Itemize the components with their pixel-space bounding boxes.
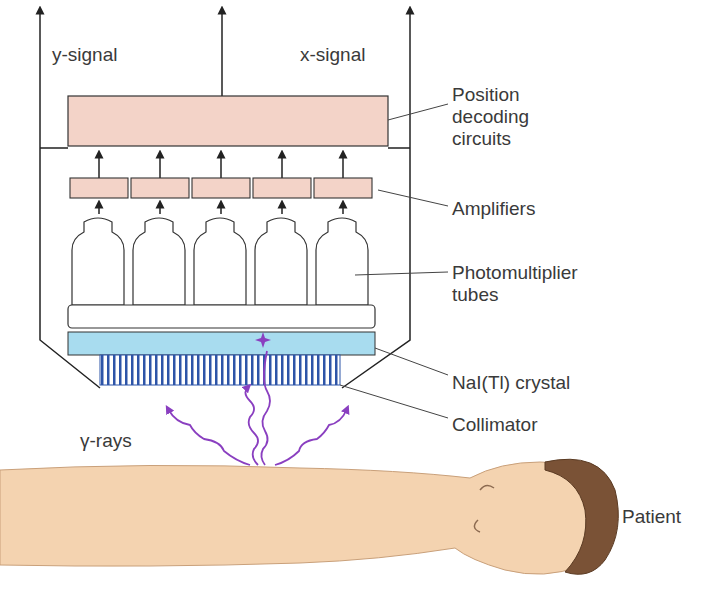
amplifier-block [70,178,128,198]
camera-housing [40,10,410,388]
pmt-tube [72,218,124,305]
pmt-tube [316,218,368,305]
signal-arrow [98,154,100,178]
position-decoding-box [68,96,388,146]
nai-crystal [68,332,375,355]
pmt-tube [133,218,185,305]
gamma-ray-paths [168,351,347,465]
light-guide [68,305,375,328]
signal-arrow [220,154,222,178]
scintillation-flash [255,332,271,348]
part-label: Amplifiers [452,198,535,220]
part-label: NaI(Tl) crystal [452,372,570,394]
amplifier-block [253,178,311,198]
signal-arrow [159,204,161,214]
signal-name: y-signal [52,44,117,66]
photomultiplier-tubes [72,218,368,305]
amplifier-row [70,178,372,198]
part-label: Position decoding circuits [452,84,572,150]
amplifier-block [314,178,372,198]
pmt-tube [194,218,246,305]
pmt-tube [255,218,307,305]
collimator-grid [100,355,340,385]
signal-arrows [99,154,343,214]
patient-body [0,459,618,574]
signal-arrow [98,204,100,214]
amplifier-block [192,178,250,198]
signal-name: x-signal [300,44,365,66]
part-label: γ-rays [80,430,132,452]
signal-arrow [159,154,161,178]
part-label: Collimator [452,414,538,436]
leader-lines [340,104,448,418]
signal-arrow [342,204,344,214]
signal-arrow [281,204,283,214]
part-label: Patient [622,506,681,528]
signal-arrow [342,154,344,178]
signal-arrow [281,154,283,178]
amplifier-block [131,178,189,198]
part-label: Photomultiplier tubes [452,262,582,306]
signal-arrow [220,204,222,214]
